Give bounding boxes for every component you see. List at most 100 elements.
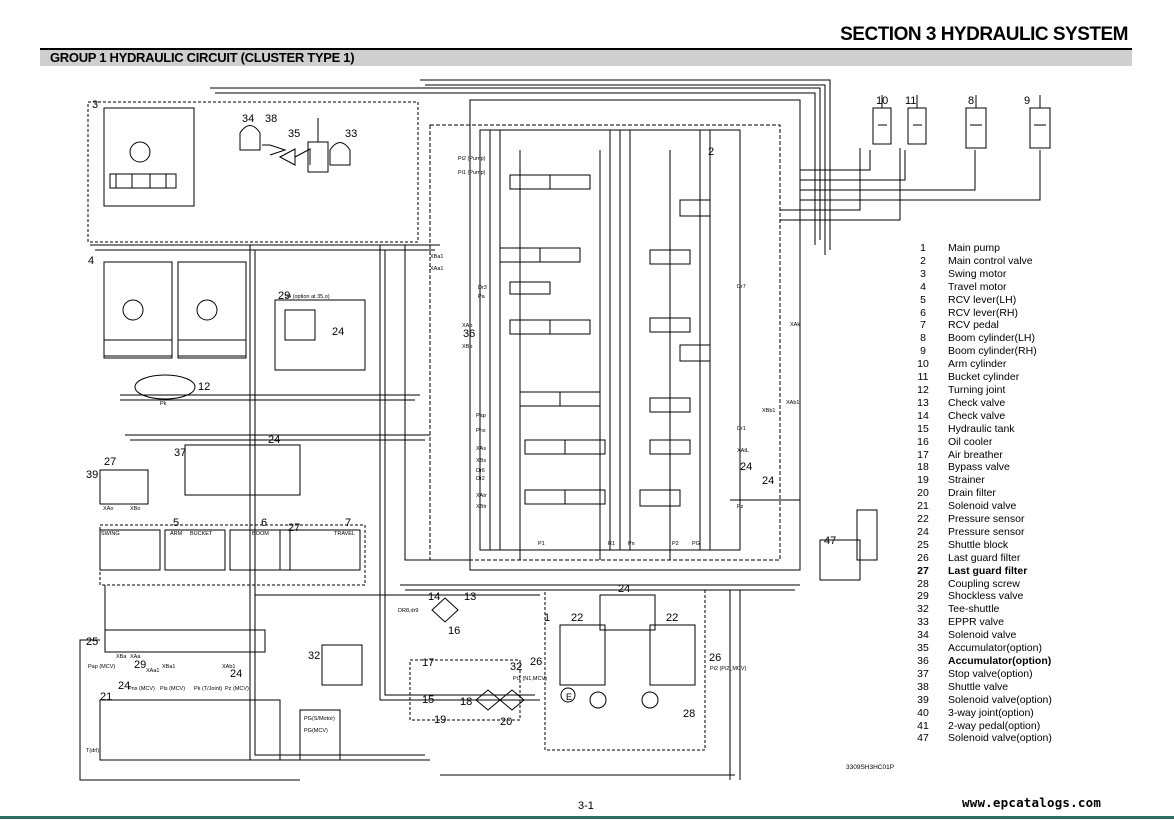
port-pns: Pns [476,428,486,434]
legend-number: 4 [920,280,926,293]
legend-label: Bucket cylinder [948,371,1020,384]
legend-number: 28 [917,577,929,590]
legend-number: 29 [917,590,929,603]
port-xab1: XAb1 [786,400,799,406]
port-xbtr: XBtr [476,504,487,510]
callout-41: 39 [86,469,98,481]
legend-label: Main pump [948,242,1000,254]
port-dr1: Dr1 [737,426,746,432]
port-pis-mcv: Pis (MCV) [160,686,185,692]
label-travel: TRAVEL [334,531,355,537]
callout-27b: 27 [288,522,300,534]
callout-13: 13 [464,591,476,603]
legend-label: Solenoid valve [948,629,1017,642]
port-pi1-pump: Pi1 (Pump) [458,170,486,176]
legend-label: Hydraulic tank [948,422,1015,435]
legend-label: Accumulator(option) [948,655,1052,667]
legend-label: Shuttle valve [948,680,1009,693]
legend-number: 19 [917,474,929,487]
port-pg-mcv: PG(MCV) [304,728,328,734]
callout-11: 11 [905,95,916,107]
legend-row: 33 EPPR valve [910,616,1052,629]
legend-number: 36 [917,655,929,667]
legend-label: Turning joint [948,383,1006,396]
callout-35: 33 [345,128,357,140]
legend-number: 11 [917,371,929,384]
callout-9: 9 [1024,95,1030,107]
callout-8: 8 [968,95,974,107]
legend-label: Solenoid valve(option) [948,732,1052,745]
legend-number: 22 [917,513,929,526]
callout-16: 16 [448,625,460,637]
legend-number: 34 [917,629,929,642]
legend-number: 16 [917,435,929,448]
callout-40: 38 [265,113,277,125]
legend-number: 37 [917,667,929,680]
legend-number: 17 [917,448,929,461]
legend-label: Travel motor [948,280,1007,293]
group-title-bar: GROUP 1 HYDRAULIC CIRCUIT (CLUSTER TYPE … [40,48,1132,66]
legend-label: Strainer [948,474,985,487]
legend-row: 19 Strainer [910,474,1052,487]
legend-number: 47 [917,732,929,745]
callout-26: 26 [530,656,542,668]
callout-24f: 24 [230,668,242,680]
callout-25: 25 [86,636,98,648]
callout-47: 47 [824,535,836,547]
port-dr2: Dr2 [476,476,485,482]
callout-39: 37 [174,447,186,459]
legend-number: 2 [920,254,926,267]
label-bucket: BUCKET [190,531,213,537]
note-34: 34 (option at 35,o) [285,294,330,300]
legend-number: 7 [920,319,926,332]
legend-number: 33 [917,616,929,629]
legend-number: 39 [917,693,929,706]
legend-number: 20 [917,487,929,500]
legend-label: Boom cylinder(LH) [948,332,1035,345]
callout-17: 17 [422,657,434,669]
callout-5: 5 [173,517,179,529]
legend-label: EPPR valve [948,616,1005,629]
port-xao: XAo [462,323,472,329]
legend-label: Last guard filter [948,551,1021,564]
port-xaa-25: XAa [130,654,141,660]
port-pns-mcv: Pns (MCV) [128,686,155,692]
legend-label: RCV lever(RH) [948,306,1019,319]
callout-19: 19 [434,714,446,726]
callout-36: 34 [242,113,254,125]
label-boom: BOOM [252,531,269,537]
port-xao-41: XAo [103,506,113,512]
legend-label: 3-way joint(option) [948,706,1034,719]
engine-label: E [566,692,572,702]
legend-row: 4 Travel motor [910,281,1052,294]
callout-14: 14 [428,591,440,603]
legend-label: Main control valve [948,254,1033,267]
bottom-rule [0,816,1174,819]
legend-row: 47 Solenoid valve(option) [910,732,1052,745]
port-p2: P2 [672,541,679,547]
port-pn: Pn [628,541,635,547]
legend-number: 15 [917,422,929,435]
callout-20: 20 [500,716,512,728]
legend-number: 32 [917,603,929,616]
callout-21: 21 [100,691,112,703]
group-title: GROUP 1 HYDRAULIC CIRCUIT (CLUSTER TYPE … [50,50,355,65]
callout-34: 29 [278,290,290,302]
legend-number: 18 [917,461,929,474]
legend-label: Last guard filter [948,564,1028,577]
